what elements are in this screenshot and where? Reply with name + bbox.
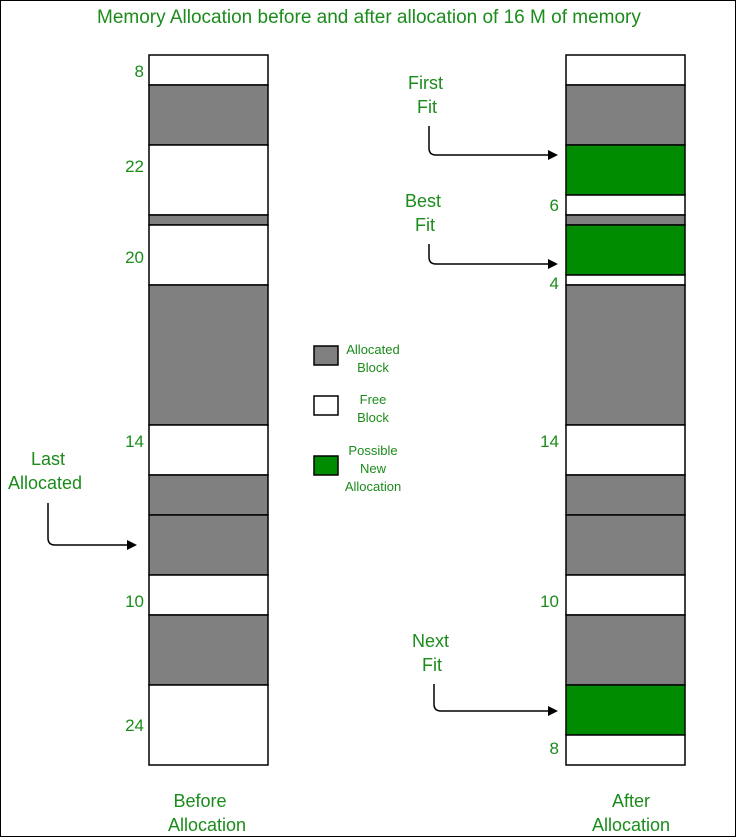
callout-best-fit: Best Fit <box>405 191 558 269</box>
before-memory-block-free <box>148 424 269 476</box>
callout-next-fit: Next Fit <box>412 631 558 716</box>
callout-next-fit-line1: Next <box>412 631 449 651</box>
before-memory-block-free <box>148 54 269 86</box>
callout-first-fit-line2: Fit <box>417 97 437 117</box>
before-memory-block-allocated <box>148 214 269 226</box>
callout-last-allocated-line1: Last <box>31 449 65 469</box>
best-fit-arrowhead <box>548 259 558 269</box>
after-memory-block-free <box>565 574 686 616</box>
after-memory-block-free <box>565 54 686 86</box>
last-allocated-arrowhead <box>127 540 137 550</box>
legend-label-possible-new-line2: New <box>360 461 387 476</box>
after-allocation-column: 6 4 14 10 8 <box>540 54 686 766</box>
legend-swatch-possible-new <box>313 455 339 476</box>
after-memory-block-possible-new <box>565 144 686 196</box>
legend-swatch-allocated <box>313 345 339 366</box>
after-memory-block-free <box>565 734 686 766</box>
before-memory-block-free <box>148 574 269 616</box>
callout-last-allocated: Last Allocated <box>8 449 137 550</box>
best-fit-arrow <box>428 244 549 265</box>
before-block-size-label: 8 <box>135 62 144 81</box>
callout-last-allocated-line2: Allocated <box>8 473 82 493</box>
legend-label-possible-new-line3: Allocation <box>345 479 401 494</box>
after-memory-block-free <box>565 194 686 216</box>
first-fit-arrowhead <box>548 150 558 160</box>
before-memory-block-free <box>148 224 269 286</box>
after-memory-block-allocated <box>565 474 686 516</box>
last-allocated-arrow <box>47 503 128 546</box>
after-block-size-label: 10 <box>540 592 559 611</box>
next-fit-arrow <box>433 684 549 712</box>
before-block-size-label: 10 <box>125 592 144 611</box>
before-block-size-label: 22 <box>125 157 144 176</box>
callout-next-fit-line2: Fit <box>422 655 442 675</box>
before-memory-block-allocated <box>148 84 269 146</box>
after-block-size-label: 14 <box>540 432 559 451</box>
after-block-size-label: 4 <box>550 274 559 293</box>
after-memory-block-free <box>565 424 686 476</box>
legend-label-free-line1: Free <box>360 392 387 407</box>
after-memory-block-possible-new <box>565 224 686 276</box>
before-memory-block-free <box>148 144 269 216</box>
before-caption-line1: Before <box>173 791 226 811</box>
diagram-title: Memory Allocation before and after alloc… <box>97 7 641 28</box>
after-caption-line2: Allocation <box>592 815 670 835</box>
after-memory-block-allocated <box>565 214 686 226</box>
after-caption-line1: After <box>612 791 650 811</box>
legend: Allocated Block Free Block Possible New … <box>313 342 401 494</box>
legend-label-free-line2: Block <box>357 410 389 425</box>
before-block-size-label: 20 <box>125 248 144 267</box>
before-caption-line2: Allocation <box>168 815 246 835</box>
before-allocation-column: 8 22 20 14 10 24 <box>125 54 269 766</box>
before-memory-block-allocated <box>148 514 269 576</box>
next-fit-arrowhead <box>548 706 558 716</box>
after-memory-block-allocated <box>565 514 686 576</box>
after-block-size-label: 8 <box>550 739 559 758</box>
before-memory-block-allocated <box>148 284 269 426</box>
after-block-size-label: 6 <box>550 196 559 215</box>
legend-label-possible-new-line1: Possible <box>348 443 397 458</box>
callout-first-fit: First Fit <box>408 73 558 160</box>
legend-label-allocated-line2: Block <box>357 360 389 375</box>
before-block-size-label: 14 <box>125 432 144 451</box>
after-memory-block-possible-new <box>565 684 686 736</box>
after-memory-block-free <box>565 274 686 286</box>
callout-best-fit-line2: Fit <box>415 215 435 235</box>
after-memory-block-allocated <box>565 284 686 426</box>
callout-first-fit-line1: First <box>408 73 443 93</box>
legend-label-allocated-line1: Allocated <box>346 342 399 357</box>
before-memory-block-free <box>148 684 269 766</box>
first-fit-arrow <box>428 126 549 156</box>
before-memory-block-allocated <box>148 614 269 686</box>
before-memory-block-allocated <box>148 474 269 516</box>
after-memory-block-allocated <box>565 614 686 686</box>
after-memory-block-allocated <box>565 84 686 146</box>
callout-best-fit-line1: Best <box>405 191 441 211</box>
before-block-size-label: 24 <box>125 716 144 735</box>
legend-swatch-free <box>313 395 339 416</box>
